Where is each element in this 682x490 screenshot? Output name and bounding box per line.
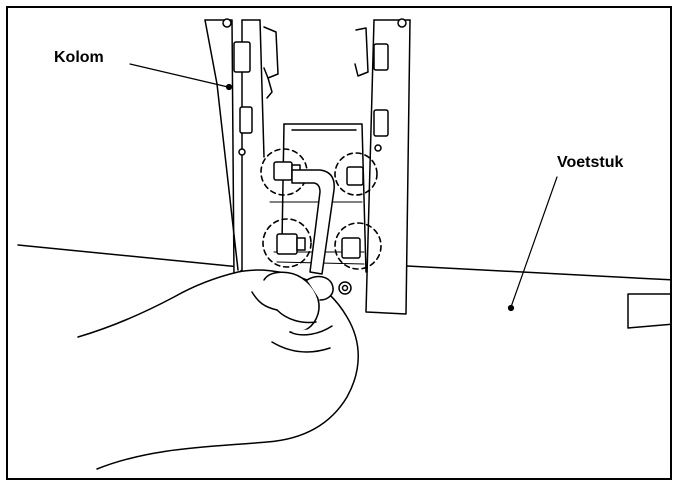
bolts — [273, 161, 364, 295]
callout-leaders — [129, 63, 558, 312]
column-label: Kolom — [54, 49, 104, 66]
right-column — [354, 18, 411, 315]
base-label: Voetstuk — [557, 154, 624, 171]
hand — [77, 269, 359, 470]
center-plate — [269, 123, 367, 273]
left-column — [204, 18, 279, 278]
base-outline — [17, 244, 670, 329]
illustration-frame: Kolom Voetstuk — [6, 6, 672, 480]
hex-key-tool — [291, 169, 335, 275]
assembly-illustration — [17, 18, 670, 470]
